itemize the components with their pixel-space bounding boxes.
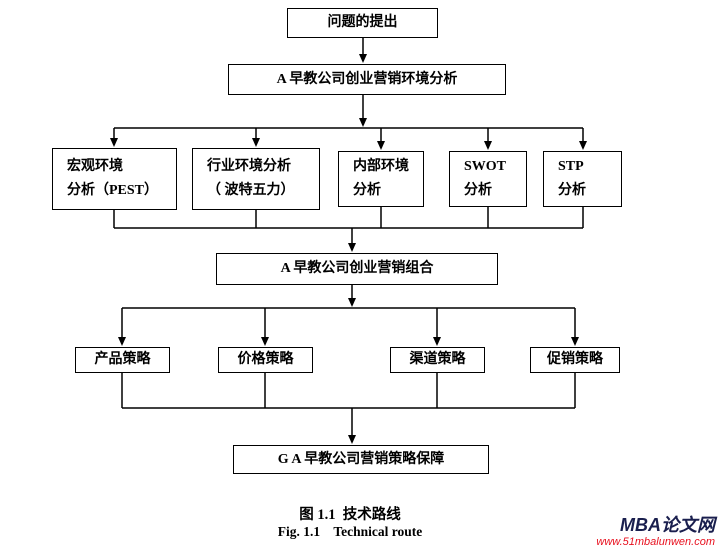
node-promotion-strategy: 促销策略 — [530, 347, 620, 373]
node-internal-environment: 内部环境 分析 — [338, 151, 424, 207]
node-macro-environment-line2: 分析（PEST） — [67, 183, 159, 198]
node-guarantee-label: G A 早教公司营销策略保障 — [277, 451, 445, 467]
node-problem: 问题的提出 — [287, 8, 438, 38]
node-guarantee: G A 早教公司营销策略保障 — [233, 445, 489, 474]
node-problem-label: 问题的提出 — [327, 15, 398, 31]
node-price-strategy: 价格策略 — [218, 347, 313, 373]
node-marketing-mix: A 早教公司创业营销组合 — [216, 253, 498, 285]
node-stp-line2: 分析 — [558, 183, 586, 198]
node-macro-environment: 宏观环境 分析（PEST） — [52, 148, 177, 210]
node-place-strategy-label: 渠道策略 — [409, 352, 466, 368]
node-promotion-strategy-label: 促销策略 — [547, 352, 603, 368]
node-industry-environment: 行业环境分析 （ 波特五力） — [192, 148, 320, 210]
node-stp: STP 分析 — [543, 151, 622, 207]
node-product-strategy-label: 产品策略 — [94, 352, 151, 368]
node-internal-environment-line2: 分析 — [353, 183, 381, 198]
site-watermark: MBA论文网 www.51mbalunwen.com — [596, 515, 715, 548]
node-place-strategy: 渠道策略 — [390, 347, 485, 373]
node-swot: SWOT 分析 — [449, 151, 527, 207]
node-environment-analysis: A 早教公司创业营销环境分析 — [228, 64, 506, 95]
node-macro-environment-line1: 宏观环境 — [67, 158, 123, 174]
site-name: MBA论文网 — [620, 515, 715, 536]
node-swot-line1: SWOT — [464, 158, 507, 174]
node-industry-environment-line1: 行业环境分析 — [207, 158, 291, 174]
node-environment-analysis-label: A 早教公司创业营销环境分析 — [276, 71, 458, 87]
site-url: www.51mbalunwen.com — [596, 535, 715, 548]
node-swot-line2: 分析 — [464, 183, 492, 198]
node-price-strategy-label: 价格策略 — [237, 352, 294, 368]
node-product-strategy: 产品策略 — [75, 347, 170, 373]
node-internal-environment-line1: 内部环境 — [353, 158, 409, 174]
node-industry-environment-line2: （ 波特五力） — [207, 183, 295, 198]
node-stp-line1: STP — [558, 158, 584, 174]
figure-caption-en: Fig. 1.1 Technical route — [277, 524, 423, 539]
figure-caption-cn: 图 1.1 技术路线 — [299, 507, 401, 523]
node-marketing-mix-label: A 早教公司创业营销组合 — [280, 261, 434, 277]
